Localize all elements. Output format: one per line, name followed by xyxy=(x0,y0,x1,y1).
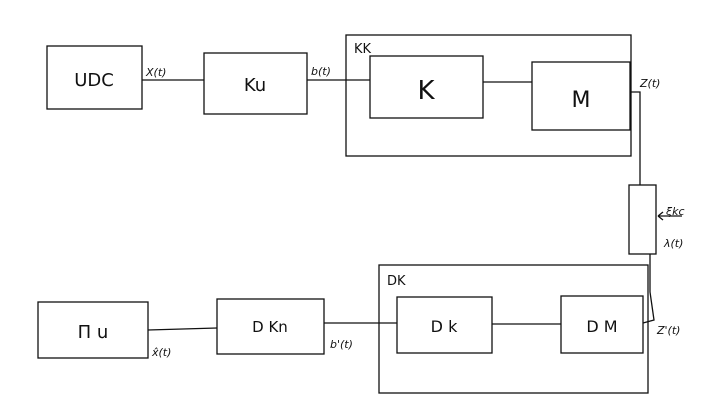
source-block xyxy=(46,45,143,110)
channel-decoder-label: D k xyxy=(431,317,458,336)
channel-coder-label: K xyxy=(417,76,435,106)
modulator-block xyxy=(531,61,631,131)
wire-modulator-to-channel xyxy=(630,91,641,185)
signal-b-hat-label: b'(t) xyxy=(330,338,353,351)
source-label: UDC xyxy=(74,70,114,91)
channel-coder-group-label: KK xyxy=(354,42,372,57)
source-coder-block xyxy=(203,52,308,115)
channel-block xyxy=(628,184,657,255)
signal-noise-label: ξkc xyxy=(665,205,685,218)
demodulator-block xyxy=(560,295,644,354)
channel-coder-block xyxy=(369,55,484,119)
source-decoder-label: D Kn xyxy=(252,318,288,336)
signal-z-label: Z(t) xyxy=(639,77,660,90)
decoder-group-label: DK xyxy=(387,274,406,289)
channel-coder-group-frame xyxy=(345,34,632,157)
noise-arrow-head xyxy=(657,211,664,217)
signal-b-label: b(t) xyxy=(311,65,331,78)
signal-z-hat-label: Z'(t) xyxy=(656,324,680,337)
source-coder-label: Ku xyxy=(244,75,266,96)
demodulator-label: D M xyxy=(586,317,617,336)
wire-source-decoder-to-receiver xyxy=(147,327,218,331)
decoder-group-frame xyxy=(378,264,649,394)
modulator-label: M xyxy=(572,88,591,113)
noise-arrow-head xyxy=(657,215,664,221)
signal-x-hat-label: x̂(t) xyxy=(151,346,171,359)
source-decoder-block xyxy=(216,298,325,355)
signal-x-label: X(t) xyxy=(145,66,166,79)
receiver-block xyxy=(37,301,149,359)
channel-decoder-block xyxy=(396,296,493,354)
receiver-label: П u xyxy=(78,322,109,343)
signal-channel-label: λ(t) xyxy=(663,237,683,250)
